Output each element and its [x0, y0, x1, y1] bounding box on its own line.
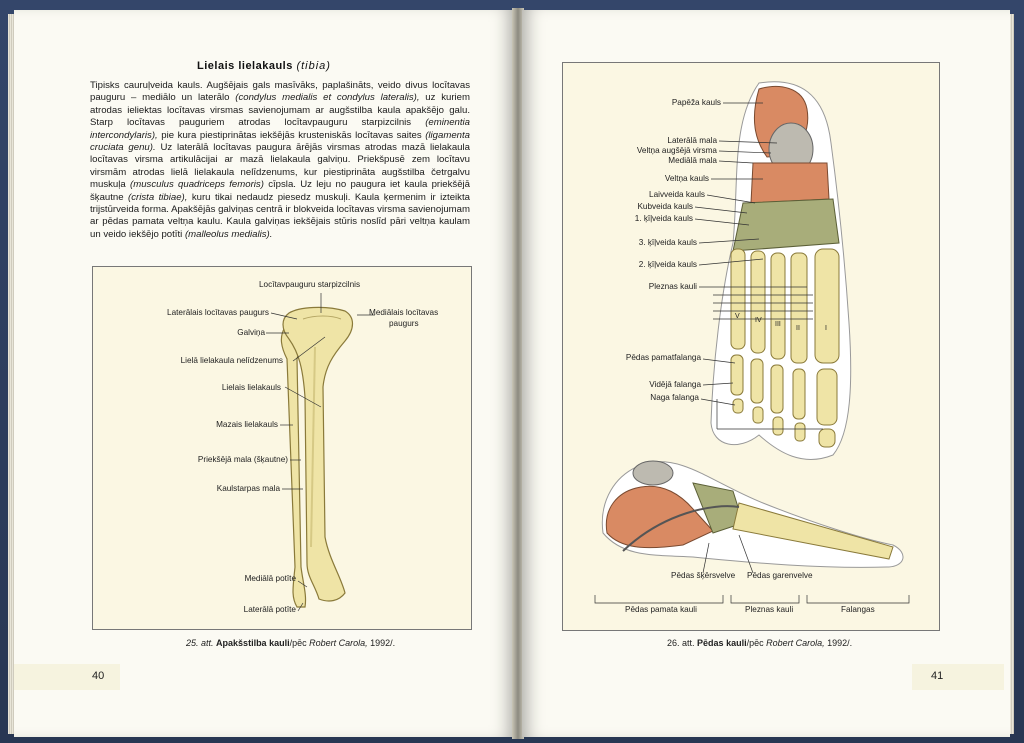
tibia-illustration [266, 293, 375, 612]
label-head: Galviņa [237, 328, 265, 337]
label-lateral-condyle: Laterālais locītavas paugurs [167, 308, 269, 317]
label-group-tarsals: Pēdas pamata kauli [625, 605, 697, 614]
caption-num-26: 26. att. [667, 638, 695, 648]
calcaneus-side [605, 485, 714, 549]
caption-src-year-26: 1992/. [824, 638, 853, 648]
label-intercondylar: Locītavpauguru starpizcilnis [259, 280, 361, 289]
page-edges-left [8, 14, 16, 734]
caption-title-26: Pēdas kauli [697, 638, 747, 648]
heading-text: Lielais lielakauls [197, 60, 293, 72]
label-transverse-arch: Pēdas šķērsvelve [671, 571, 736, 580]
label-cuneiform-3: 3. ķīļveida kauls [638, 238, 697, 247]
roman-label: I [825, 325, 827, 332]
label-medial-condyle-2: paugurs [389, 319, 419, 328]
foot-illustration [594, 81, 910, 604]
caption-src-name: Robert Carola, [309, 638, 368, 648]
label-middle-phalanx: Vidējā falanga [649, 380, 701, 389]
talus-side [632, 460, 674, 486]
tibia-figure: Locītavpauguru starpizcilnis Laterālais … [92, 266, 472, 630]
label-group-phalanges: Falangas [841, 605, 875, 614]
label-medial-malleolus: Mediālā potīte [244, 574, 296, 583]
label-navicular: Laivveida kauls [649, 190, 705, 199]
paragraph-run: pie kura piestiprinātas iekšējās krusten… [157, 129, 426, 141]
page-number-band-right [912, 664, 1004, 690]
paragraph-run: Tipisks cauruļveida kauls. Augšējais gal… [90, 80, 470, 104]
paragraph-run: kuru tikai nedaudz piesedz muskuļi. Kaul… [90, 191, 470, 240]
page-number-right: 41 [931, 670, 944, 682]
foot-leader-lines [594, 102, 910, 604]
label-talus: Veltņa kauls [664, 174, 709, 183]
paragraph-run: (crista tibiae), [128, 191, 188, 203]
paragraph-run: (ligamenta cruciata genu). [90, 129, 470, 154]
book-gutter [512, 8, 524, 739]
tibia-bone [282, 306, 354, 602]
label-medial-margin: Mediālā mala [668, 156, 717, 165]
paragraph-run: Uz laterālā locītavas paugura ārējās vir… [90, 142, 470, 191]
label-proximal-phalanx: Pēdas pamatfalanga [625, 353, 701, 362]
talus-neck [750, 162, 830, 204]
paragraph-run: (condylus medialis et condylus lateralis… [235, 92, 420, 104]
label-interosseous: Kaulstarpas mala [216, 484, 280, 493]
caption-src-pre: /pēc [289, 638, 310, 648]
label-metatarsals: Pleznas kauli [648, 282, 697, 291]
paragraph-run: (musculus quadriceps femoris) [130, 179, 264, 191]
roman-label: IV [755, 317, 762, 324]
label-cuboid: Kubveida kauls [637, 202, 693, 211]
metatarsal-bones [730, 248, 840, 364]
paragraph-run: uz kuriem atrodas ieliektas locītavas vi… [90, 92, 470, 129]
roman-label: V [735, 313, 740, 320]
label-longitudinal-arch: Pēdas garenvelve [747, 571, 813, 580]
caption-num: 25. att. [186, 638, 214, 648]
label-medial-condyle-1: Mediālais locītavas [369, 308, 439, 317]
label-cuneiform-2: 2. ķīļveida kauls [638, 260, 697, 269]
label-calcaneus: Papēža kauls [671, 98, 721, 107]
heading-latin: (tibia) [296, 60, 331, 72]
page-number-left: 40 [92, 670, 105, 682]
label-lateral-margin: Laterālā mala [667, 136, 717, 145]
figure-caption-26: 26. att. Pēdas kauli/pēc Robert Carola, … [667, 638, 852, 648]
paragraph-run: (eminentia intercondylaris), [90, 117, 470, 141]
page-number-band [14, 664, 120, 690]
leader-lines [266, 293, 375, 612]
paragraph-run: (malleolus medialis). [184, 228, 273, 240]
figure-caption-25: 25. att. Apakšstilba kauli/pēc Robert Ca… [186, 638, 395, 648]
label-group-metatarsals: Pleznas kauli [745, 605, 794, 614]
label-tuberosity: Lielā lielakaula nelīdzenums [180, 356, 283, 365]
phalanges [730, 354, 838, 448]
page-edges-right [1006, 14, 1014, 734]
roman-label: II [796, 325, 800, 332]
left-page: Lielais lielakauls (tibia) Tipisks cauru… [14, 10, 514, 737]
label-distal-phalanx: Naga falanga [650, 393, 699, 402]
page-heading: Lielais lielakauls (tibia) [14, 60, 514, 72]
label-talus-top: Veltņa augšējā virsma [636, 146, 717, 155]
label-lateral-malleolus: Laterālā potīte [243, 605, 296, 614]
label-anterior-border: Priekšējā mala (šķautne) [197, 455, 288, 464]
caption-src-year: 1992/. [367, 638, 396, 648]
tarsal-bones [732, 198, 840, 252]
body-paragraph: Tipisks cauruļveida kauls. Augšējais gal… [90, 80, 470, 241]
label-tibia: Lielais lielakauls [221, 383, 281, 392]
label-cuneiform-1: 1. ķīļveida kauls [634, 214, 693, 223]
metatarsal-side [732, 502, 894, 560]
caption-title: Apakšstilba kauli [216, 638, 290, 648]
caption-src-name-26: Robert Carola, [766, 638, 825, 648]
caption-src-pre-26: /pēc [746, 638, 767, 648]
arch-line [622, 505, 740, 552]
roman-label: III [775, 321, 781, 328]
tibia-plateau [302, 315, 342, 320]
tibia-crest [310, 346, 316, 548]
label-fibula: Mazais lielakauls [216, 420, 278, 429]
paragraph-run: cīpsla. Uz leju no paugura iet kaula pri… [90, 179, 470, 203]
